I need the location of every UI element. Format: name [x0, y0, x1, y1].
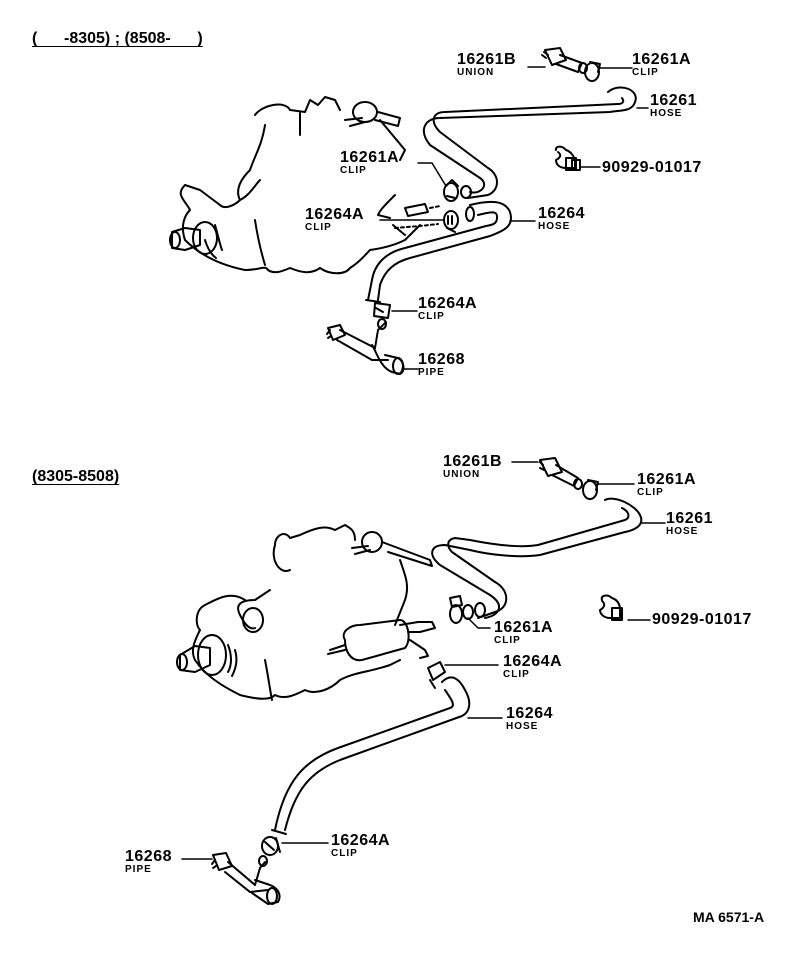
bottom-clip-90929-drawing [599, 594, 623, 621]
top-clip-90929-drawing [554, 145, 581, 171]
part-name: HOSE [538, 221, 571, 232]
section-heading-bottom: (8305-8508) [32, 468, 120, 485]
part-number: 16261A [637, 471, 697, 488]
part-number: 16261 [650, 92, 697, 109]
part-number: 16261A [340, 149, 400, 166]
diagram-reference-code: MA 6571-A [693, 909, 765, 925]
part-number: 90929-01017 [652, 611, 752, 628]
part-name: CLIP [494, 635, 521, 646]
part-number: 16264 [506, 705, 553, 722]
part-name: UNION [457, 67, 495, 78]
part-name: CLIP [340, 165, 367, 176]
part-number: 16264A [503, 653, 563, 670]
part-number: 16264A [305, 206, 365, 223]
part-number: 16261B [443, 453, 503, 470]
top-clips-near-pump-drawing [443, 179, 459, 233]
part-number: 16268 [418, 351, 465, 368]
part-number: 16264 [538, 205, 585, 222]
part-number: 16264A [331, 832, 391, 849]
part-name: CLIP [503, 669, 530, 680]
bottom-hose-16264-drawing [271, 676, 471, 835]
bottom-hose-16261-drawing [431, 497, 643, 619]
bottom-injection-pump-drawing [176, 524, 436, 701]
bottom-clip-16264A-upper-drawing [427, 661, 446, 689]
top-clip-16264A-lower-drawing [373, 302, 391, 319]
part-name: HOSE [506, 721, 539, 732]
top-union-16261B-drawing [541, 47, 601, 82]
top-hose-16264-drawing [365, 200, 512, 303]
part-name: CLIP [331, 848, 358, 859]
part-name: HOSE [650, 108, 683, 119]
part-number: 16261A [494, 619, 554, 636]
bottom-clip-16264A-lower-drawing [261, 836, 281, 856]
part-name: CLIP [418, 311, 445, 322]
part-number: 16261 [666, 510, 713, 527]
section-heading-top: ( -8305) ; (8508- ) [32, 30, 203, 47]
part-number: 16268 [125, 848, 172, 865]
part-number: 90929-01017 [602, 159, 702, 176]
part-name: CLIP [632, 67, 659, 78]
part-name: UNION [443, 469, 481, 480]
part-name: CLIP [305, 222, 332, 233]
part-name: HOSE [666, 526, 699, 537]
bottom-pipe-16268-drawing [211, 852, 281, 905]
top-hose-16261-drawing [422, 86, 637, 199]
part-number: 16264A [418, 295, 478, 312]
top-leader-lines [379, 66, 649, 370]
part-name: PIPE [125, 864, 152, 875]
part-number: 16261A [632, 51, 692, 68]
bottom-leader-lines [181, 461, 666, 860]
part-name: PIPE [418, 367, 445, 378]
top-pipe-16268-drawing [326, 318, 405, 375]
top-injection-pump-drawing [169, 96, 441, 275]
bottom-union-16261B-drawing [539, 457, 599, 500]
part-number: 16261B [457, 51, 517, 68]
part-name: CLIP [637, 487, 664, 498]
